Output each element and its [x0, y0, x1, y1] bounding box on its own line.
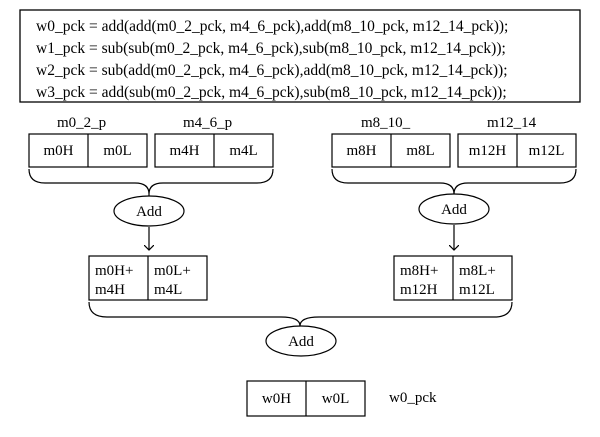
- right-group-brace: [331, 168, 577, 195]
- left-group-brace: [28, 168, 274, 195]
- right-add-label: Add: [441, 202, 467, 218]
- code-line-w3: w3_pck = add(sub(m0_2_pck, m4_6_pck),sub…: [36, 84, 507, 101]
- final-add-node: Add: [265, 325, 337, 357]
- cell-m12L: m12L: [459, 282, 495, 298]
- left-add-node: Add: [113, 195, 185, 227]
- code-line-w1: w1_pck = sub(sub(m0_2_pck, m4_6_pck),sub…: [36, 40, 506, 57]
- cell-m4H: m4H: [170, 143, 200, 159]
- register-m8-10: m8H m8L: [331, 133, 451, 168]
- label-m12-14: m12_14: [487, 115, 537, 131]
- cell-m12H: m12H: [469, 143, 507, 159]
- label-m8-10: m8_10_: [361, 115, 411, 131]
- left-add-ellipse: [113, 195, 185, 227]
- final-group-brace: [88, 301, 513, 327]
- left-sum-register: m0H+ m4H m0L+ m4L: [88, 255, 208, 301]
- output-register: w0H w0L: [246, 380, 366, 417]
- cell-m4L: m4L: [154, 282, 182, 298]
- right-sum-register: m8H+ m12H m8L+ m12L: [393, 255, 513, 301]
- cell-w0H: w0H: [262, 391, 291, 407]
- label-m4-6: m4_6_p: [183, 115, 232, 131]
- left-add-label: Add: [136, 204, 162, 220]
- final-add-ellipse: [265, 325, 337, 357]
- code-box: w0_pck = add(add(m0_2_pck, m4_6_pck),add…: [19, 9, 581, 103]
- cell-m8L: m8L: [406, 143, 434, 159]
- cell-m12L: m12L: [529, 143, 565, 159]
- cell-m8H-plus: m8H+: [400, 263, 438, 279]
- code-box-frame: [19, 9, 581, 103]
- cell-w0L: w0L: [322, 391, 350, 407]
- register-m4-6: m4H m4L: [154, 133, 274, 168]
- cell-m8H: m8H: [347, 143, 377, 159]
- label-m0-2: m0_2_p: [57, 115, 106, 131]
- final-add-label: Add: [288, 334, 314, 350]
- right-add-ellipse: [418, 193, 490, 225]
- cell-m4H: m4H: [95, 282, 125, 298]
- cell-m0H: m0H: [44, 143, 74, 159]
- register-m12-14: m12H m12L: [457, 133, 577, 168]
- cell-m4L: m4L: [229, 143, 257, 159]
- cell-m8L-plus: m8L+: [459, 263, 496, 279]
- right-add-node: Add: [418, 193, 490, 225]
- cell-m12H: m12H: [400, 282, 438, 298]
- code-line-w2: w2_pck = sub(add(m0_2_pck, m4_6_pck),add…: [36, 62, 508, 79]
- output-label: w0_pck: [389, 390, 437, 406]
- cell-m0L: m0L: [103, 143, 131, 159]
- cell-m0H-plus: m0H+: [95, 263, 133, 279]
- register-m0-2: m0H m0L: [28, 133, 148, 168]
- code-line-w0: w0_pck = add(add(m0_2_pck, m4_6_pck),add…: [36, 18, 508, 35]
- cell-m0L-plus: m0L+: [154, 263, 191, 279]
